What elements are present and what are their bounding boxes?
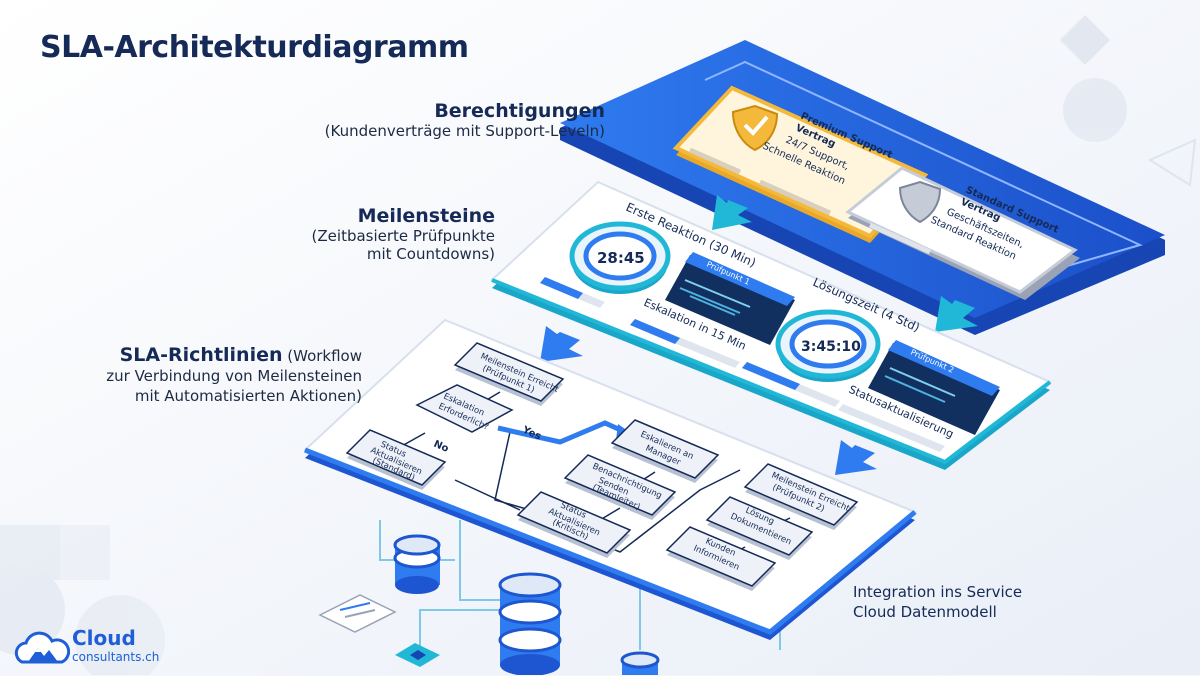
berechtigungen-sub: (Kundenverträge mit Support-Leveln) bbox=[324, 122, 605, 140]
standard-shield-icon bbox=[898, 180, 942, 224]
berechtigungen-heading: Berechtigungen bbox=[434, 100, 605, 122]
node-notify bbox=[563, 454, 677, 520]
premium-shield-icon bbox=[731, 104, 779, 152]
logo-domain: consultants.ch bbox=[72, 650, 160, 664]
sla-sub1: zur Verbindung von Meilensteinen bbox=[106, 367, 362, 385]
arrow-milestone-to-policy-right bbox=[835, 440, 877, 475]
timer-2-value: 3:45:10 bbox=[801, 339, 861, 355]
progress-bar-1 bbox=[540, 277, 605, 308]
database-icon bbox=[620, 651, 660, 675]
arrow-milestone-to-policy-left bbox=[540, 326, 583, 362]
sla-heading: SLA-Richtlinien bbox=[119, 344, 283, 366]
label-sla-richtlinien: SLA-Richtlinien (Workflow zur Verbindung… bbox=[106, 345, 362, 406]
sla-heading-tail: (Workflow bbox=[282, 347, 362, 365]
database-icon bbox=[498, 572, 562, 675]
company-logo: Cloud consultants.ch bbox=[14, 626, 159, 672]
integration-line1: Integration ins Service bbox=[853, 583, 1023, 601]
meilensteine-sub1: (Zeitbasierte Prüfpunkte bbox=[311, 227, 495, 245]
node-status-standard bbox=[345, 429, 447, 490]
module-icon bbox=[395, 643, 440, 667]
checkpoint-1-panel bbox=[665, 252, 795, 345]
document-icon bbox=[318, 594, 397, 633]
node-escalate bbox=[610, 419, 720, 483]
integration-line2: Cloud Datenmodell bbox=[853, 603, 997, 621]
cloud-mountain-icon bbox=[14, 631, 71, 664]
timer-ring-1 bbox=[569, 221, 671, 294]
background-decoration bbox=[0, 15, 1197, 675]
page-title: SLA-Architekturdiagramm bbox=[40, 30, 469, 65]
meilensteine-heading: Meilensteine bbox=[357, 205, 495, 227]
checkpoint-2-panel bbox=[868, 340, 1000, 435]
node-m2 bbox=[743, 463, 859, 530]
arrow-premium-to-milestone bbox=[712, 195, 752, 230]
progress-bar-2 bbox=[630, 319, 740, 368]
label-berechtigungen: Berechtigungen (Kundenverträge mit Suppo… bbox=[325, 100, 605, 140]
node-status-critical bbox=[516, 491, 632, 558]
arrow-standard-to-milestone bbox=[935, 296, 978, 332]
label-meilensteine: Meilensteine (Zeitbasierte Prüfpunkte mi… bbox=[312, 205, 495, 263]
progress-bar-4 bbox=[838, 404, 945, 452]
timer-ring-2 bbox=[775, 309, 881, 382]
sla-sub2: mit Automatisierten Aktionen) bbox=[134, 387, 362, 405]
yes-path-arrow bbox=[497, 420, 627, 445]
node-inform bbox=[665, 526, 777, 591]
node-decision bbox=[415, 384, 514, 433]
label-integration: Integration ins Service Cloud Datenmodel… bbox=[853, 582, 1022, 622]
progress-bar-3 bbox=[742, 362, 840, 407]
database-icon bbox=[393, 534, 441, 594]
meilensteine-sub2: mit Countdowns) bbox=[366, 245, 495, 263]
node-m1 bbox=[453, 342, 565, 406]
node-solution bbox=[705, 496, 814, 560]
logo-name: Cloud bbox=[72, 626, 136, 650]
timer-1-value: 28:45 bbox=[597, 249, 645, 267]
